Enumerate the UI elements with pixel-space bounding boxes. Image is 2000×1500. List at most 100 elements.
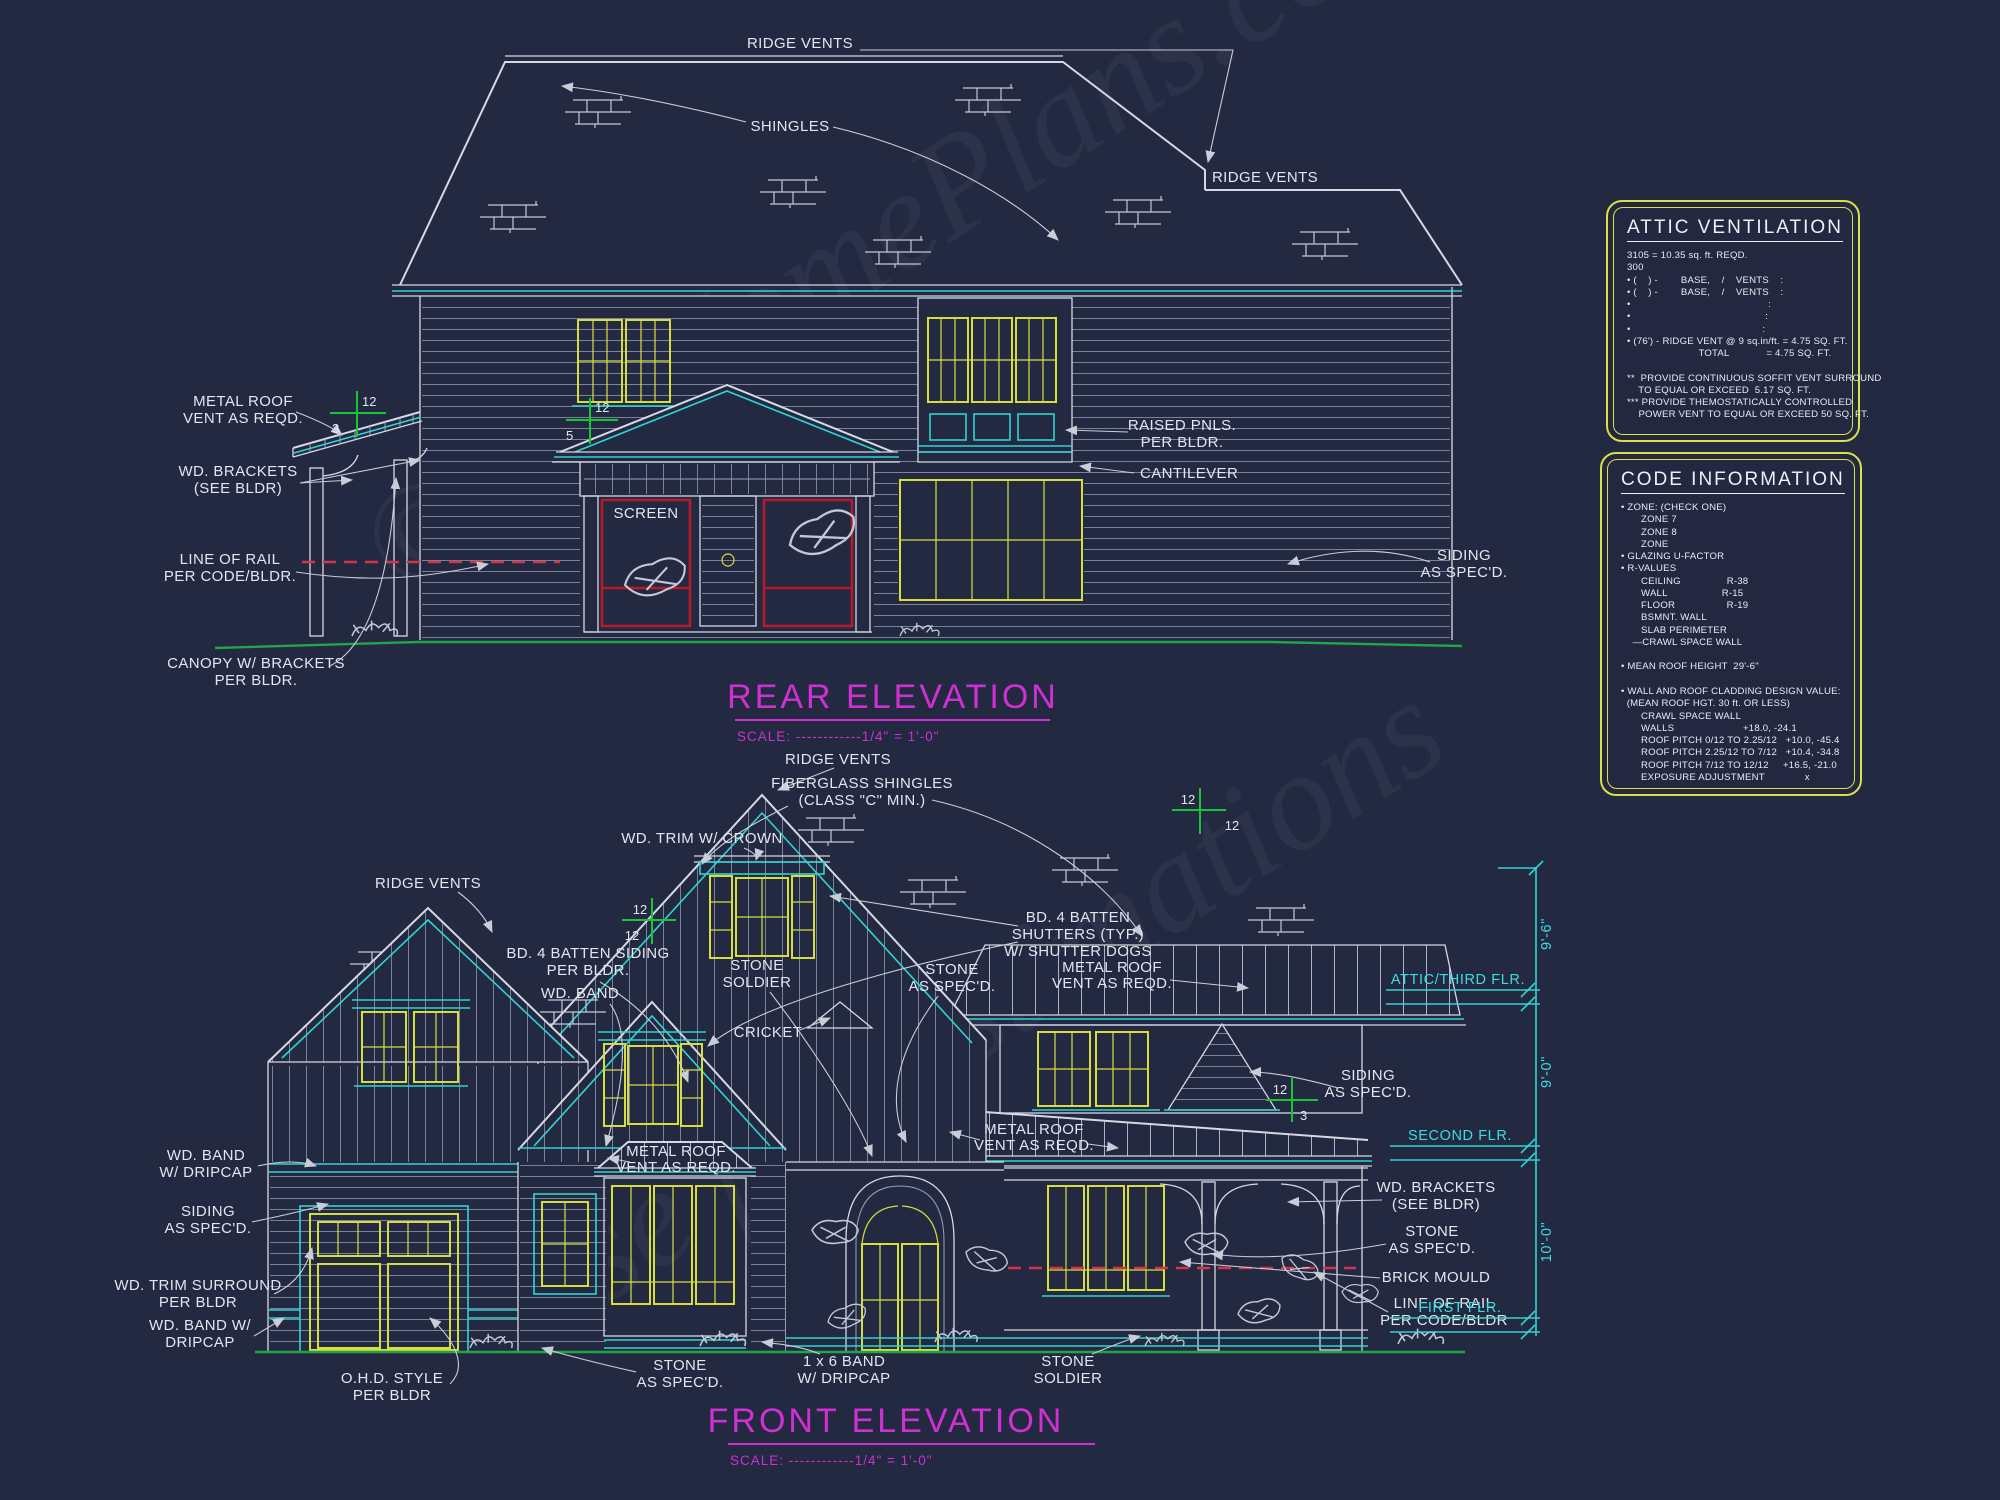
- dim-attic-height: 9'-6": [1539, 918, 1555, 950]
- panel-line: • (76') - RIDGE VENT @ 9 sq.in/ft. = 4.7…: [1627, 335, 1848, 347]
- front-pitch-right-rise: 12: [1181, 792, 1195, 807]
- front-fiberglass-label-2: (CLASS "C" MIN.): [798, 792, 925, 809]
- panel-line: • GLAZING U-FACTOR: [1621, 551, 1725, 563]
- rear-pitch-b-rise: 12: [595, 400, 609, 415]
- rear-ridge-vents-right-label: RIDGE VENTS: [1212, 169, 1318, 186]
- front-1x6-band-label-1: 1 x 6 BAND: [803, 1353, 885, 1370]
- front-stone-bottom-label-1: STONE: [653, 1357, 706, 1374]
- front-pitch-right-run: 12: [1225, 818, 1239, 833]
- panel-line: TO EQUAL OR EXCEED 5.17 SQ. FT.: [1627, 384, 1812, 396]
- rear-pitch-marker-porch: 12 5: [566, 398, 618, 444]
- front-metal-roof-attic-label-1: METAL ROOF: [1062, 959, 1162, 976]
- rear-wd-brackets-label-1: WD. BRACKETS: [179, 463, 298, 480]
- rear-elevation-scale: SCALE: ------------1/4" = 1'-0": [737, 729, 940, 744]
- front-title-block: FRONT ELEVATION SCALE: ------------1/4" …: [708, 1402, 1095, 1468]
- front-elevation-drawing: RIDGE VENTS FIBERGLASS SHINGLES (CLASS "…: [114, 751, 1555, 1468]
- dim-first-height: 10'-0": [1539, 1222, 1555, 1263]
- front-ohd-label-2: PER BLDR: [353, 1387, 431, 1404]
- front-ridge-vents-left-label: RIDGE VENTS: [375, 875, 481, 892]
- rear-elevation-drawing: SCREEN RIDGE VENTS SHINGLES RIDGE VENTS …: [164, 35, 1507, 744]
- panel-line: • :: [1627, 323, 1766, 335]
- front-wd-trim-surround-label-2: PER BLDR: [159, 1294, 237, 1311]
- rear-raised-panels-label-2: PER BLDR.: [1141, 434, 1224, 451]
- rear-metal-roof-label-1: METAL ROOF: [193, 393, 293, 410]
- front-metal-roof-right-label-2: VENT AS REQD.: [974, 1137, 1094, 1154]
- panel-line: BSMNT. WALL: [1621, 612, 1707, 624]
- front-pitch-marker-porch: 12 3: [1266, 1078, 1318, 1123]
- panel-line: WALL R-15: [1621, 587, 1744, 599]
- panel-line: 3105 = 10.35 sq. ft. REQD.: [1627, 250, 1748, 261]
- front-labels: RIDGE VENTS FIBERGLASS SHINGLES (CLASS "…: [114, 751, 1507, 1404]
- front-ohd-label-1: O.H.D. STYLE: [341, 1370, 443, 1387]
- front-wd-brackets-label-1: WD. BRACKETS: [1377, 1179, 1496, 1196]
- rear-pitch-marker-canopy: 12 3: [330, 391, 386, 437]
- front-elevation-scale: SCALE: ------------1/4" = 1'-0": [730, 1453, 933, 1468]
- rear-elevation-title: REAR ELEVATION: [727, 678, 1059, 716]
- panel-line: • R-VALUES: [1621, 563, 1677, 575]
- front-stone-soldier-bottom-label-2: SOLDIER: [1034, 1370, 1103, 1387]
- rear-pitch-b-run: 5: [566, 428, 573, 443]
- floor-label-attic: ATTIC/THIRD FLR.: [1391, 972, 1525, 988]
- front-siding-right-label-1: SIDING: [1341, 1067, 1395, 1084]
- panel-line: • :: [1627, 299, 1771, 311]
- code-information-panel: CODE INFORMATION • ZONE: (CHECK ONE) ZON…: [1600, 452, 1862, 796]
- rear-canopy-label-1: CANOPY W/ BRACKETS: [167, 655, 345, 672]
- front-1x6-band-label-2: W/ DRIPCAP: [797, 1370, 890, 1387]
- code-information-title: CODE INFORMATION: [1621, 469, 1845, 494]
- panel-line: CRAWL SPACE WALL: [1621, 710, 1742, 722]
- front-pitch-marker-left: 12 12: [622, 898, 676, 944]
- front-siding-right-label-2: AS SPEC'D.: [1325, 1084, 1412, 1101]
- panel-line: *** PROVIDE THEMOSTATICALLY CONTROLLED: [1627, 397, 1853, 409]
- attic-ventilation-title: ATTIC VENTILATION: [1627, 217, 1843, 242]
- rear-wd-brackets-label-2: (SEE BLDR): [194, 480, 282, 497]
- panel-line: • ZONE: (CHECK ONE): [1621, 502, 1727, 513]
- panel-line: ROOF PITCH 7/12 TO 12/12 +16.5, -21.0: [1621, 759, 1837, 771]
- front-pitch-porch-run: 3: [1300, 1108, 1307, 1123]
- front-wd-band-upper-label-2: W/ DRIPCAP: [159, 1164, 252, 1181]
- rear-lower-window-array: [898, 478, 1084, 602]
- front-shutters-label-3: W/ SHUTTER DOGS: [1004, 943, 1152, 960]
- front-stone-right-label-2: AS SPEC'D.: [1389, 1240, 1476, 1257]
- front-stone-spec-top-label-1: STONE: [925, 961, 978, 978]
- rear-screen-porch: SCREEN: [552, 383, 900, 635]
- front-stone-soldier-top-label-1: STONE: [730, 957, 783, 974]
- front-wd-trim-surround-label-1: WD. TRIM SURROUND: [114, 1277, 281, 1294]
- front-wd-trim-crown-label: WD. TRIM W/ CROWN: [621, 830, 783, 847]
- panel-line: • WALL AND ROOF CLADDING DESIGN VALUE:: [1621, 685, 1841, 697]
- front-siding-left-label-1: SIDING: [181, 1203, 235, 1220]
- front-line-of-rail-label-1: LINE OF RAIL: [1394, 1295, 1495, 1312]
- front-stone-soldier-top-label-2: SOLDIER: [723, 974, 792, 991]
- panel-line: SLAB PERIMETER: [1621, 624, 1728, 636]
- rear-labels: RIDGE VENTS SHINGLES RIDGE VENTS METAL R…: [164, 35, 1507, 689]
- rear-metal-roof-label-2: VENT AS REQD.: [183, 410, 303, 427]
- front-cricket-label: CRICKET: [734, 1024, 803, 1041]
- front-wd-brackets-label-2: (SEE BLDR): [1392, 1196, 1480, 1213]
- front-brick-mould-label: BRICK MOULD: [1382, 1269, 1491, 1286]
- front-wd-band-upper-label-1: WD. BAND: [167, 1147, 245, 1164]
- floor-label-second: SECOND FLR.: [1408, 1128, 1512, 1144]
- front-wd-band-lower-label-1: WD. BAND W/: [149, 1317, 251, 1334]
- rear-upper-left-windows: [577, 319, 671, 403]
- panel-line: • ( ) - BASE, / VENTS :: [1627, 274, 1784, 286]
- attic-ventilation-lines: 3105 = 10.35 sq. ft. REQD.300• ( ) - BAS…: [1627, 250, 1881, 422]
- panel-line: CEILING R-38: [1621, 575, 1749, 587]
- panel-line: 300: [1627, 262, 1644, 274]
- front-batten-siding-label-1: BD. 4 BATTEN SIDING: [506, 945, 669, 962]
- front-batten-siding-label-2: PER BLDR.: [547, 962, 630, 979]
- front-metal-roof-right-label-1: METAL ROOF: [984, 1121, 1084, 1138]
- front-metal-roof-center-label-2: VENT AS REQD.: [616, 1159, 736, 1176]
- front-fiberglass-label-1: FIBERGLASS SHINGLES: [771, 775, 953, 792]
- front-right-mini-gable: [1164, 1022, 1280, 1111]
- panel-line: (MEAN ROOF HGT. 30 ft. OR LESS): [1621, 698, 1791, 710]
- rear-canopy-label-2: PER BLDR.: [215, 672, 298, 689]
- rear-title-block: REAR ELEVATION SCALE: ------------1/4" =…: [727, 678, 1059, 744]
- floor-dimension-lines: ATTIC/THIRD FLR. SECOND FLR. FIRST FLR. …: [1386, 860, 1555, 1340]
- panel-line: ZONE 7: [1621, 514, 1677, 526]
- front-wd-band-lower-label-2: DRIPCAP: [165, 1334, 234, 1351]
- front-entry-arch: [786, 1161, 1011, 1352]
- panel-line: —CRAWL SPACE WALL: [1621, 636, 1743, 648]
- panel-line: POWER VENT TO EQUAL OR EXCEED 50 SQ. FT.: [1627, 409, 1869, 421]
- front-small-window: [533, 1193, 597, 1295]
- floor-label-first: FIRST FLR.: [1418, 1300, 1501, 1316]
